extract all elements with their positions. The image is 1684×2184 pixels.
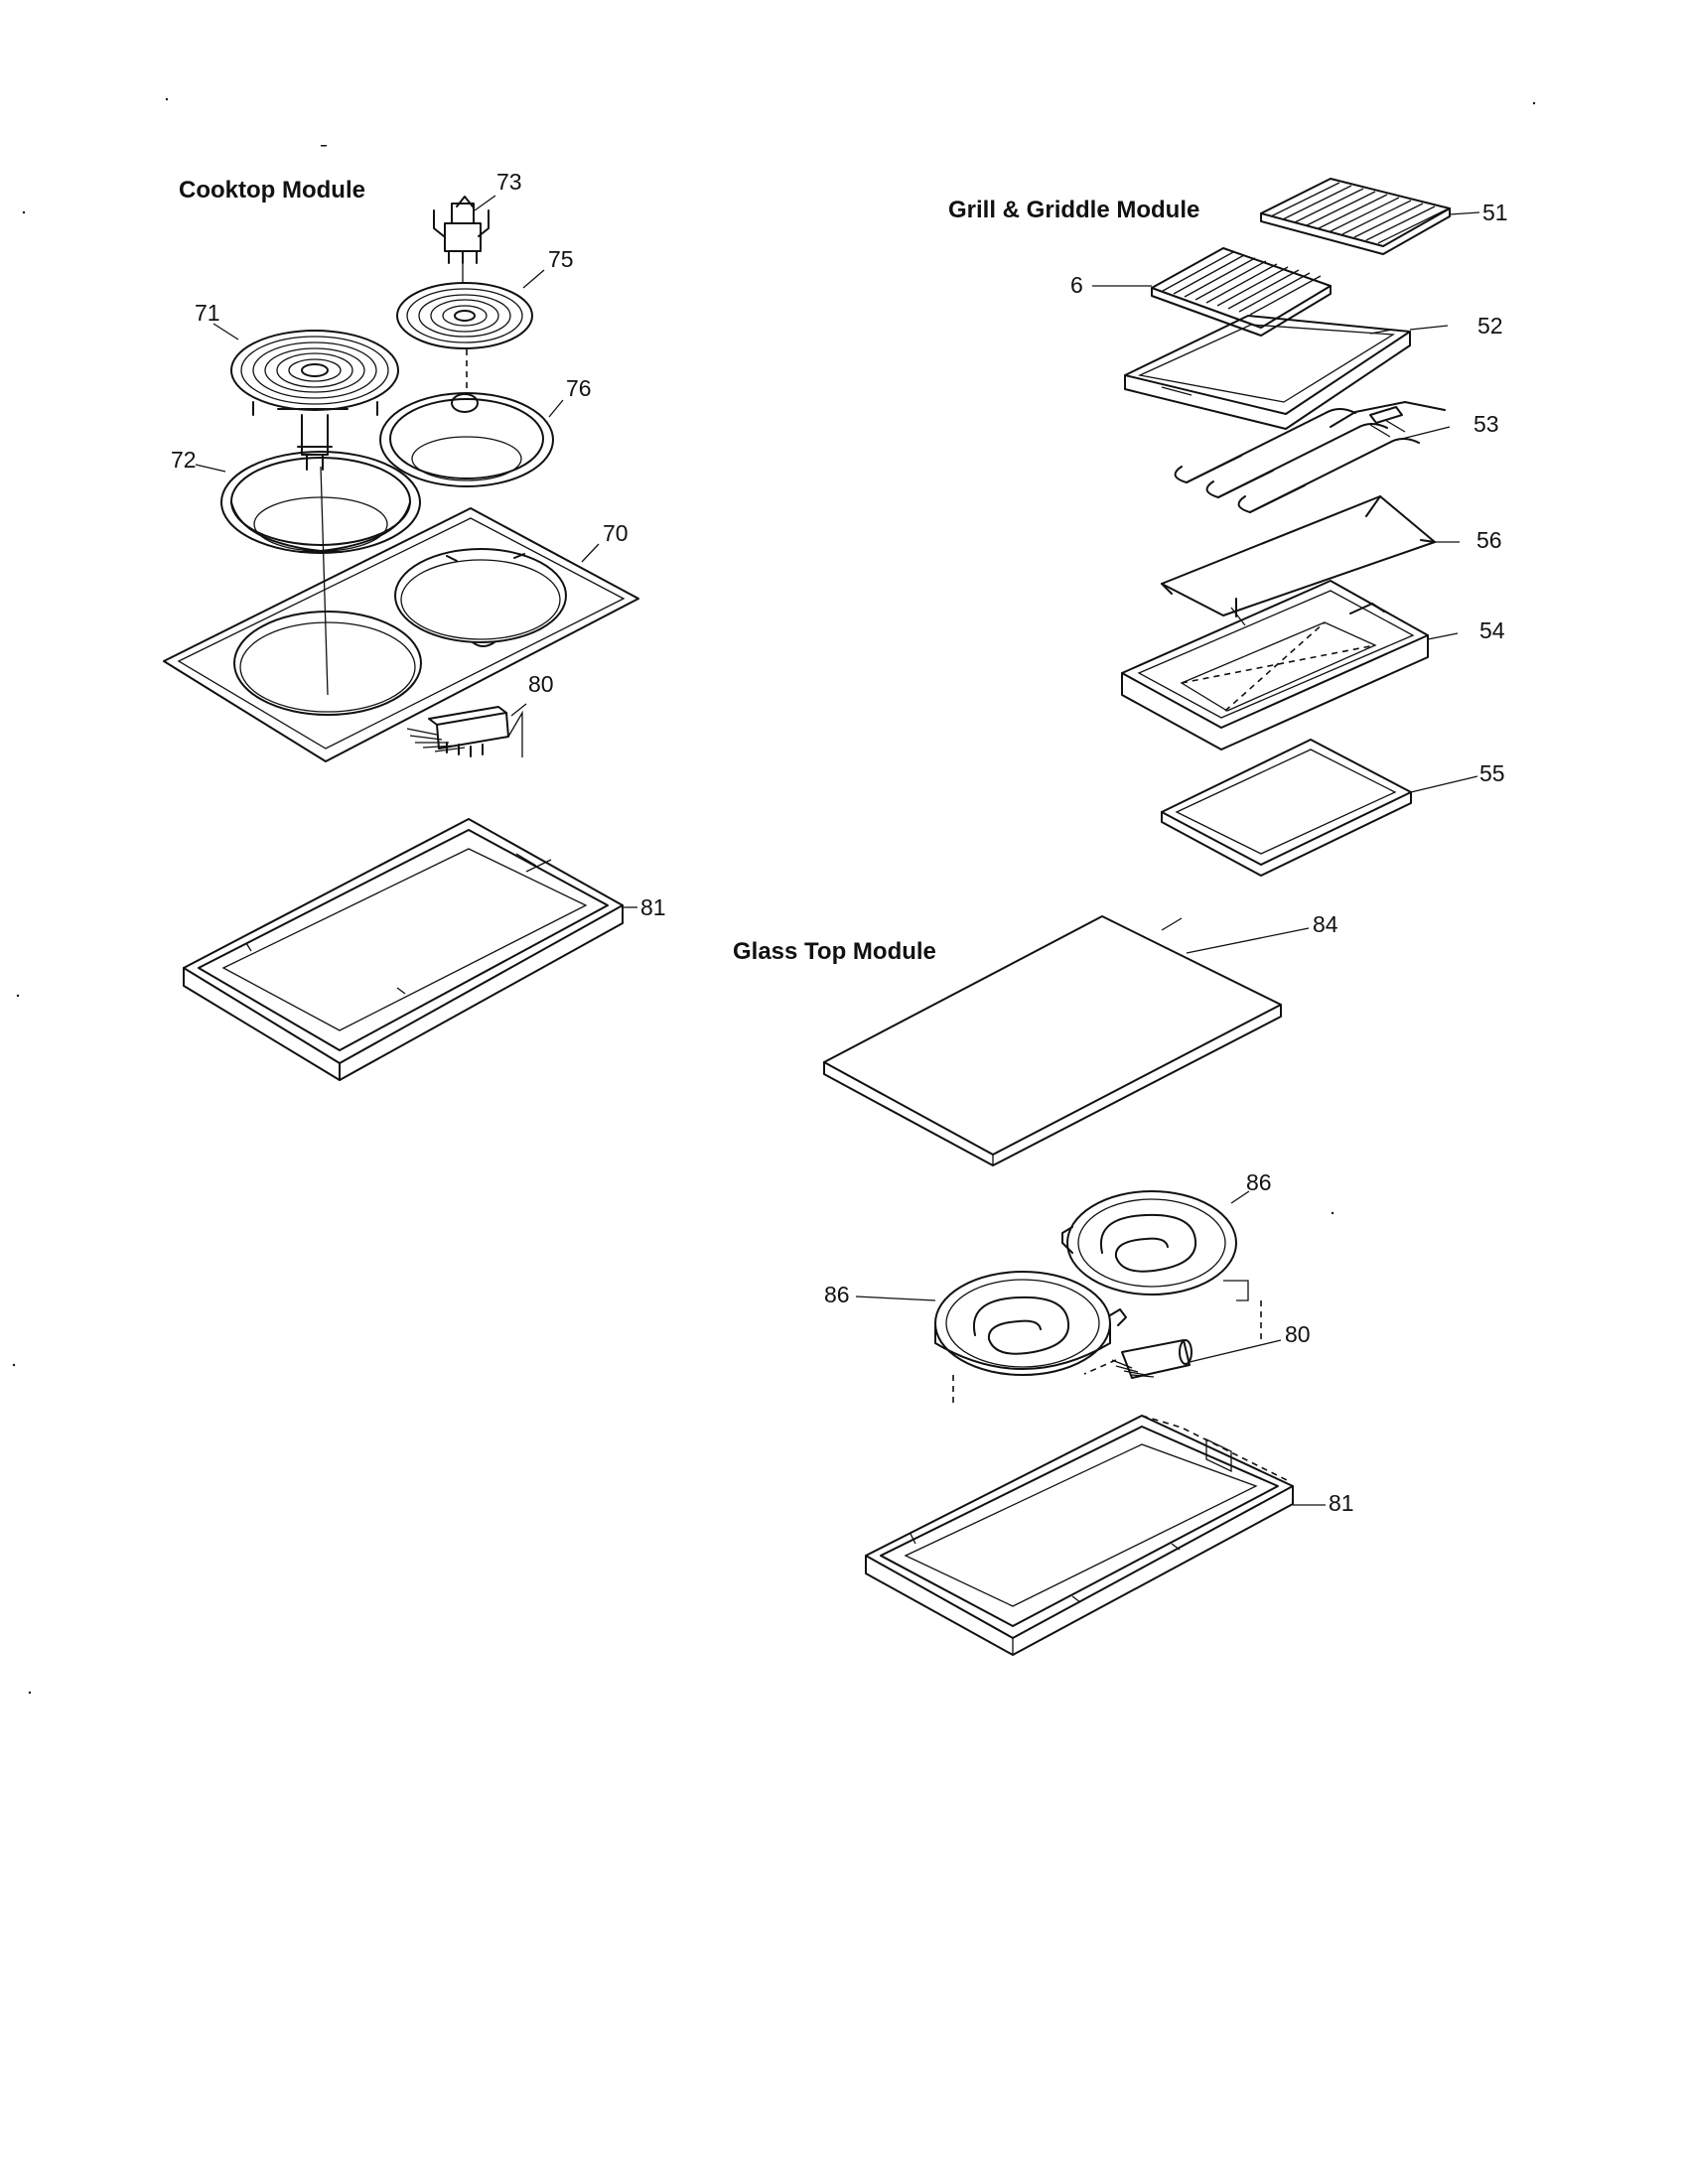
- part-55-grease-tray: [1162, 740, 1411, 876]
- glass-leader-lines: [856, 928, 1326, 1505]
- callout-81: 81: [640, 894, 666, 920]
- part-72-drip-bowl: [221, 452, 420, 553]
- callout-84: 84: [1313, 911, 1338, 937]
- part-52-grill-pan: [1125, 316, 1410, 429]
- scan-specks: [12, 97, 1536, 1695]
- callout-86: 86: [824, 1282, 850, 1307]
- part-71-large-coil-element: [231, 331, 398, 470]
- callout-51: 51: [1482, 200, 1508, 225]
- callout-76: 76: [566, 375, 592, 401]
- part-51-grill-grate: [1261, 179, 1450, 254]
- callout-75: 75: [548, 246, 574, 272]
- part-56-reflector: [1162, 496, 1435, 625]
- cooktop-leader-lines: [196, 196, 637, 907]
- callout-71: 71: [195, 300, 220, 326]
- callout-52: 52: [1477, 313, 1503, 339]
- grill-leader-lines: [1092, 212, 1479, 792]
- part-70-cooktop-frame: [164, 508, 638, 761]
- part-53-grill-element: [1176, 402, 1445, 512]
- callout-54: 54: [1479, 617, 1505, 643]
- glass-top-module-title: Glass Top Module: [733, 938, 936, 965]
- grill-griddle-module-title: Grill & Griddle Module: [948, 197, 1200, 223]
- part-84-glass-top: [824, 916, 1281, 1165]
- callout-81: 81: [1329, 1490, 1354, 1516]
- callout-80: 80: [528, 671, 554, 697]
- part-81-cooktop-pan: [184, 819, 623, 1080]
- cooktop-module-title: Cooktop Module: [179, 177, 365, 204]
- part-81-glass-pan: [866, 1416, 1293, 1655]
- part-80-glass-terminal-block: [1084, 1300, 1261, 1378]
- callout-80: 80: [1285, 1321, 1311, 1347]
- callout-56: 56: [1476, 527, 1502, 553]
- callout-86: 86: [1246, 1169, 1272, 1195]
- alignment-line: [321, 467, 328, 695]
- part-6-grill-grate: [1152, 248, 1331, 336]
- part-54-drip-pan: [1122, 581, 1428, 750]
- part-86-radiant-element-front: [935, 1272, 1126, 1405]
- part-86-radiant-element-rear: [1062, 1191, 1248, 1300]
- part-75-small-coil-element: [397, 283, 532, 348]
- callout-55: 55: [1479, 760, 1505, 786]
- callout-53: 53: [1474, 411, 1499, 437]
- part-73-receptacle: [434, 197, 489, 263]
- callout-72: 72: [171, 447, 197, 473]
- callout-6: 6: [1070, 272, 1083, 298]
- part-80-terminal-block: [407, 707, 522, 757]
- part-76-small-drip-bowl: [380, 393, 553, 486]
- callout-70: 70: [603, 520, 629, 546]
- callout-73: 73: [496, 169, 522, 195]
